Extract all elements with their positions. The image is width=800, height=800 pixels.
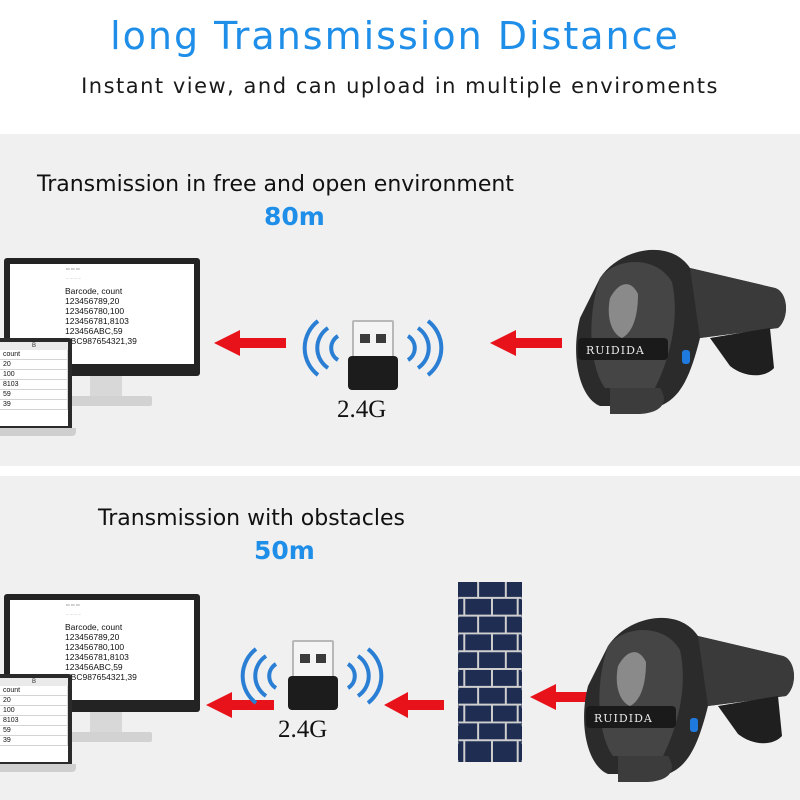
scanner-brand: RUIDIDA [594,712,653,725]
barcode-scanner-icon: RUIDIDA [584,617,794,782]
sheet-cells: count 20 100 8103 59 39 [0,350,68,410]
sheet-cell: count [0,350,68,360]
laptop-base [0,428,76,436]
sheet-cell: 100 [0,706,68,716]
usb-body [288,676,338,710]
sheet-cell: 20 [0,696,68,706]
monitor-base [60,732,152,742]
distance-label: 80m [264,202,325,231]
panel-title: Transmission in free and open environmen… [37,172,514,197]
barcode-line: ABC987654321,39 [65,336,137,346]
arrow-left-icon [214,330,286,356]
barcode-line: 123456780,100 [65,306,125,316]
barcode-line: 123456780,100 [65,642,125,652]
monitor-screen: ▭ ▭ ▭ — — — — Barcode, count 123456789,2… [10,600,194,700]
arrow-left-icon [206,692,274,718]
barcode-line: Barcode, count [65,622,123,632]
usb-body [348,356,398,390]
sheet-cell: 20 [0,360,68,370]
usb-plug [292,640,334,678]
monitor-base [60,396,152,406]
barcode-list: Barcode, count 123456789,20 123456780,10… [65,286,137,346]
sheet-cells: count 20 100 8103 59 39 [0,686,68,746]
distance-label: 50m [254,536,315,565]
dongle-label: 2.4G [337,396,387,423]
window-titlebar: ▭ ▭ ▭ [66,266,80,271]
monitor-stand [90,376,122,398]
barcode-line: ABC987654321,39 [65,672,137,682]
barcode-list: Barcode, count 123456789,20 123456780,10… [65,622,137,682]
barcode-line: 123456781,8103 [65,652,129,662]
window-menu: — — — — [66,276,81,280]
laptop: B count 20 100 8103 59 39 [0,674,72,764]
wireless-waves-right-icon [346,647,384,705]
page-subtitle: Instant view, and can upload in multiple… [81,74,719,98]
laptop-base [0,764,76,772]
laptop-screen: B count 20 100 8103 59 39 [0,678,68,762]
barcode-line: 123456ABC,59 [65,662,123,672]
barcode-line: 123456781,8103 [65,316,129,326]
panel-title: Transmission with obstacles [98,506,405,531]
panel-open-environment: Transmission in free and open environmen… [0,134,800,466]
wireless-waves-left-icon [240,647,278,705]
sheet-column-header: B [0,342,68,350]
dongle-label: 2.4G [278,716,328,743]
window-titlebar: ▭ ▭ ▭ [66,602,80,607]
barcode-scanner-icon: RUIDIDA [576,249,786,414]
arrow-left-icon [384,692,444,718]
sheet-column-header: B [0,678,68,686]
laptop-screen: B count 20 100 8103 59 39 [0,342,68,426]
barcode-line: 123456ABC,59 [65,326,123,336]
page-title: long Transmission Distance [110,14,680,58]
barcode-line: 123456789,20 [65,632,120,642]
arrow-left-icon [530,684,598,710]
sheet-cell: 59 [0,390,68,400]
sheet-cell: 8103 [0,380,68,390]
sheet-cell: 39 [0,736,68,746]
sheet-cell: count [0,686,68,696]
barcode-line: 123456789,20 [65,296,120,306]
header: long Transmission Distance Instant view,… [0,0,800,130]
usb-dongle-icon [288,640,338,710]
arrow-left-icon [490,330,562,356]
usb-dongle-icon [348,320,398,390]
sheet-cell: 59 [0,726,68,736]
brick-wall-icon [458,582,522,762]
wireless-waves-left-icon [302,319,340,377]
sheet-cell: 100 [0,370,68,380]
usb-plug [352,320,394,358]
window-menu: — — — — [66,612,81,616]
sheet-cell: 8103 [0,716,68,726]
laptop: B count 20 100 8103 59 39 [0,338,72,428]
barcode-line: Barcode, count [65,286,123,296]
scanner-brand: RUIDIDA [586,344,645,357]
panel-obstacles: Transmission with obstacles 50m ▭ ▭ ▭ — … [0,476,800,800]
monitor-stand [90,712,122,734]
sheet-cell: 39 [0,400,68,410]
wireless-waves-right-icon [406,319,444,377]
